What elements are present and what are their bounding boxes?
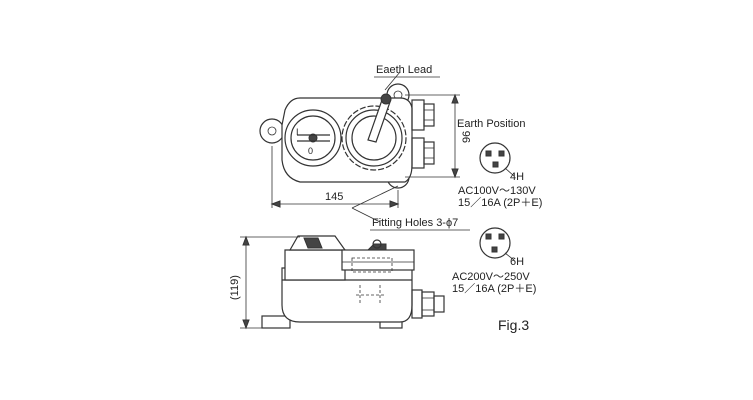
figure-label: Fig.3 xyxy=(498,317,529,333)
housing-outline xyxy=(281,97,413,183)
hidden-contacts xyxy=(351,257,393,273)
side-earth-lead xyxy=(366,243,387,251)
plug-6h-rating: 15／16A (2P＋E) xyxy=(452,282,536,295)
plug-6h-voltage: AC200V～250V xyxy=(452,271,530,283)
plug-6h-code: 6H xyxy=(510,256,524,268)
plug-4h-face xyxy=(479,142,511,174)
side-view: (119) xyxy=(229,235,445,330)
side-gland-tip xyxy=(433,295,445,313)
cable-gland-upper-body xyxy=(411,99,425,131)
plug-4h-pin-a xyxy=(485,150,492,157)
fitting-holes-label: Fitting Holes 3-ϕ7 xyxy=(372,217,458,229)
switch-dial-inner xyxy=(290,115,336,161)
mounting-ear-left xyxy=(259,118,285,144)
earth-position-panel: Earth Position 4H AC100V～130V 15／16A (2P… xyxy=(452,118,542,295)
plug-6h-pin-b xyxy=(498,233,505,240)
switch-mark-off: 0 xyxy=(308,146,313,156)
switch-mark-on: I xyxy=(296,127,299,137)
cable-gland-lower-nut xyxy=(423,141,435,165)
earth-lead-label: Eaeth Lead xyxy=(376,64,432,76)
plug-4h-rating: 15／16A (2P＋E) xyxy=(458,196,542,209)
receptacle-inner xyxy=(351,115,397,161)
side-gland-nut xyxy=(421,291,435,317)
plug-4h-earth-pin xyxy=(492,161,499,168)
plug-6h-face xyxy=(479,227,511,259)
cable-gland-upper-nut xyxy=(423,103,435,127)
receptacle-top xyxy=(341,249,415,271)
side-gland-body xyxy=(411,289,423,319)
receptacle-rim xyxy=(341,105,407,171)
earth-position-label: Earth Position xyxy=(457,118,525,130)
switch-knob-base xyxy=(284,249,346,281)
plug-4h-pin-b xyxy=(498,150,505,157)
plug-6h-pin-a xyxy=(485,233,492,240)
receptacle-outer xyxy=(345,109,403,167)
plug-4h-code: 4H xyxy=(510,171,524,183)
plug-6h-earth-pin xyxy=(491,246,498,253)
dimension-depth: 96 xyxy=(461,131,473,143)
top-view: I 0 Eaeth Lead 145 96 Fitting Holes 3-ϕ7 xyxy=(259,64,473,231)
earth-lead-head xyxy=(380,93,392,105)
switch-knob-grip xyxy=(303,237,323,249)
dimension-width: 145 xyxy=(325,191,343,203)
plug-4h-voltage: AC100V～130V xyxy=(458,185,536,197)
base-foot-left xyxy=(261,315,291,329)
cable-gland-lower-body xyxy=(411,137,425,169)
switch-dial-center xyxy=(308,133,318,143)
fitting-hole-left xyxy=(267,126,277,136)
dimension-height: (119) xyxy=(229,275,241,300)
switch-dial-outer xyxy=(284,109,342,167)
